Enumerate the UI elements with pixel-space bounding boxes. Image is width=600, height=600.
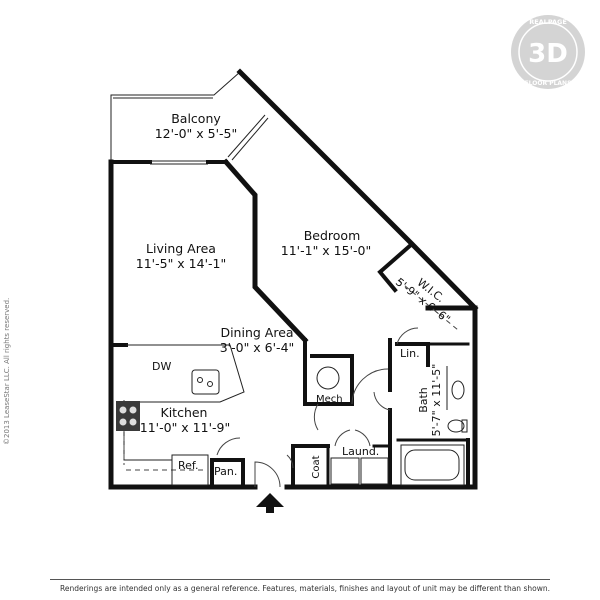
entry-arrow-icon (256, 493, 284, 513)
badge-top-text: REALPAGE (529, 18, 567, 26)
mech-label: Mech (316, 394, 343, 405)
pantry-label: Pan. (214, 465, 237, 478)
bedroom-label: Bedroom (304, 228, 361, 243)
door-swings (216, 327, 419, 488)
bedroom-dims: 11'-1" x 15'-0" (281, 243, 371, 258)
realpage-badge-logo: 3D REALPAGE FLOOR PLANS (511, 15, 585, 89)
kitchen-dims: 11'-0" x 11'-9" (140, 420, 230, 435)
coat-closet-label: Coat (311, 455, 322, 478)
balcony-label: Balcony (171, 111, 221, 126)
badge-bottom-text: FLOOR PLANS (525, 80, 572, 87)
balcony-dims: 12'-0" x 5'-5" (155, 126, 238, 141)
badge-mark: 3D (528, 39, 568, 69)
dishwasher-label: DW (152, 360, 171, 373)
kitchen-sink-icon (191, 369, 220, 395)
footer-divider (50, 579, 550, 580)
living-area-dims: 11'-5" x 14'-1" (136, 256, 226, 271)
refrigerator-icon (171, 454, 209, 486)
washer-dryer-icon (330, 457, 389, 485)
balcony-railing (110, 71, 241, 162)
toilet-icon (447, 419, 468, 433)
disclaimer-text: Renderings are intended only as a genera… (60, 584, 550, 593)
bath-dims: 5'-7" x 11'-5" (430, 364, 443, 437)
linen-label: Lin. (400, 347, 420, 360)
dining-area-label: Dining Area (220, 325, 293, 340)
dining-area-dims: 3'-0" x 6'-4" (220, 340, 295, 355)
laundry-label: Laund. (342, 445, 379, 458)
living-area-label: Living Area (146, 241, 216, 256)
water-heater-icon (316, 366, 340, 390)
refrigerator-label: Ref. (178, 459, 199, 472)
bath-label: Bath (417, 387, 430, 413)
kitchen-label: Kitchen (161, 405, 208, 420)
stove-icon (116, 401, 140, 431)
bathtub-icon (400, 444, 465, 486)
bathroom-sink-icon (446, 366, 465, 410)
